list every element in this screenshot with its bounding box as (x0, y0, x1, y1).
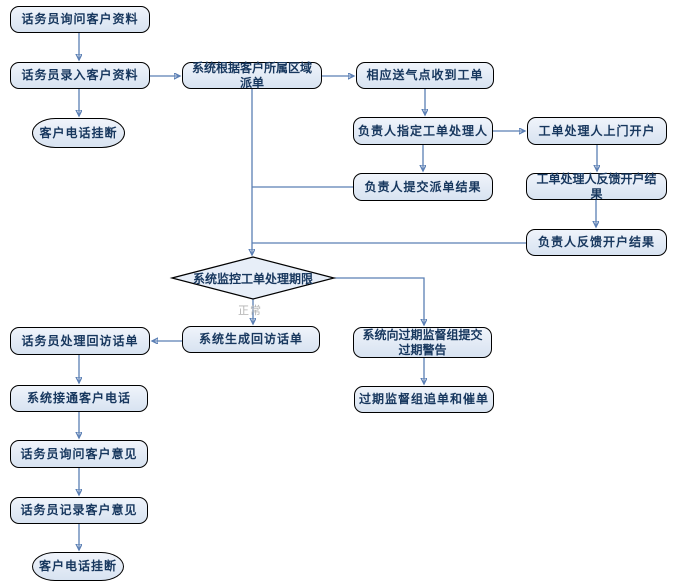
node-overdue-followup: 过期监督组追单和催单 (354, 386, 494, 413)
node-handler-feedback-open: 工单处理人反馈开户结果 (526, 172, 667, 201)
node-handle-callback-sheet: 话务员处理回访话单 (10, 327, 150, 355)
node-monitor-deadline: 系统监控工单处理期限 (192, 271, 313, 286)
node-assign-handler: 负责人指定工单处理人 (353, 117, 493, 145)
node-gas-point-receive: 相应送气点收到工单 (356, 62, 494, 89)
node-generate-callback-sheet: 系统生成回访话单 (182, 326, 320, 353)
node-ask-customer-opinion: 话务员询问客户意见 (10, 440, 148, 468)
node-enter-customer-info: 话务员录入客户资料 (10, 62, 150, 89)
node-handler-visit-open: 工单处理人上门开户 (527, 117, 667, 145)
node-leader-feedback-open: 负责人反馈开户结果 (526, 229, 667, 256)
node-overdue-warning: 系统向过期监督组提交过期警告 (353, 327, 492, 358)
node-hangup-top: 客户电话挂断 (32, 118, 125, 148)
node-dispatch-by-region: 系统根据客户所属区域派单 (182, 61, 322, 90)
node-ask-customer-info: 话务员询问客户资料 (10, 6, 150, 33)
node-submit-dispatch-result: 负责人提交派单结果 (353, 173, 493, 201)
arrow-diamond-to-warning (334, 277, 424, 325)
node-connect-customer-call: 系统接通客户电话 (10, 385, 148, 412)
branch-label-normal: 正常 (238, 304, 262, 317)
node-record-customer-opinion: 话务员记录客户意见 (10, 497, 148, 524)
node-hangup-bottom: 客户电话挂断 (32, 552, 124, 581)
decision-diamond-shape (169, 256, 337, 300)
